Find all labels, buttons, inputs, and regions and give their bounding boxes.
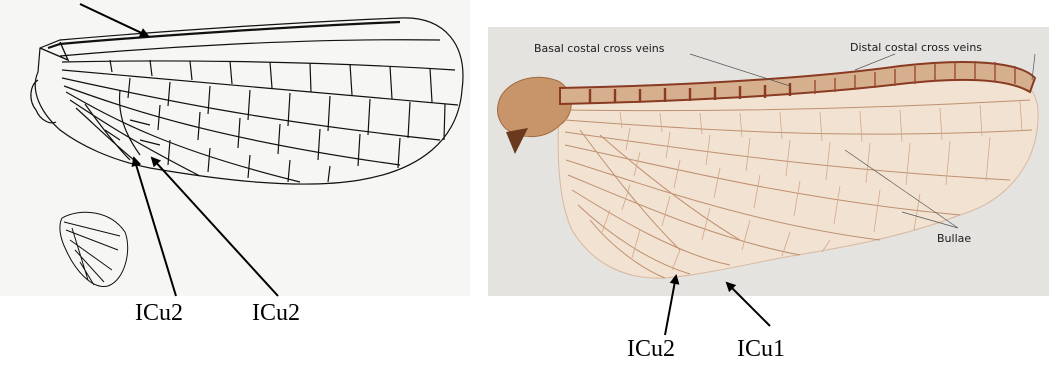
top-arrow	[80, 4, 148, 36]
wing-photo	[497, 61, 1038, 278]
right-caption-icu2: ICu2	[627, 336, 675, 363]
right-icu2-arrow	[665, 276, 676, 335]
right-caption-icu1: ICu1	[737, 336, 785, 363]
left-icu2-arrow-2	[152, 158, 278, 296]
left-caption-icu2-2: ICu2	[252, 300, 300, 327]
hindwing-line-drawing	[60, 212, 128, 286]
bullae-label: Bullae	[937, 232, 971, 245]
forewing-line-drawing	[31, 18, 463, 184]
basal-costal-label: Basal costal cross veins	[534, 42, 664, 55]
left-caption-icu2-1: ICu2	[135, 300, 183, 327]
distal-costal-label: Distal costal cross veins	[850, 41, 982, 54]
right-icu1-arrow	[727, 283, 770, 326]
